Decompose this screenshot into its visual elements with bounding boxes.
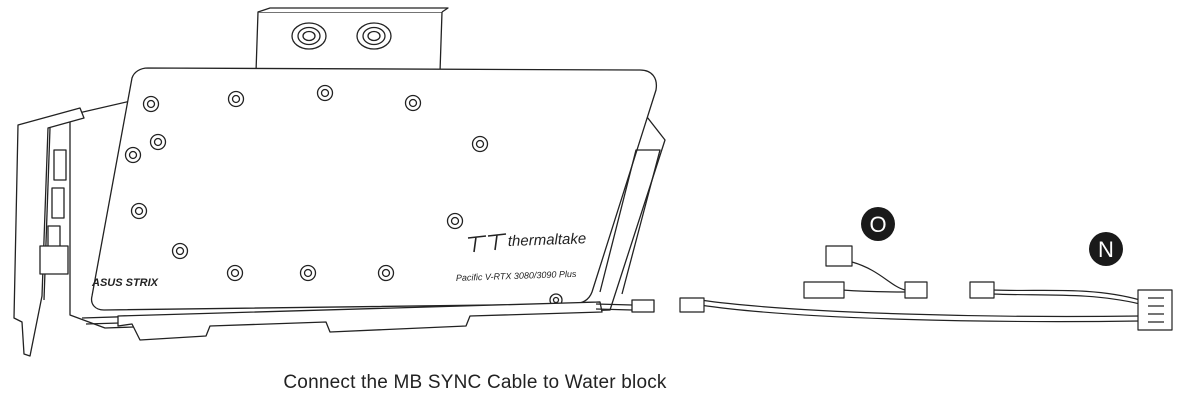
label-n-badge: N xyxy=(1089,232,1123,266)
screw-set xyxy=(124,84,563,307)
sync-cable-main xyxy=(699,299,1141,323)
screw xyxy=(149,133,167,151)
label-o-badge: O xyxy=(861,207,895,241)
thermaltake-logo-icon xyxy=(467,233,507,253)
outlet-port xyxy=(356,22,392,50)
water-block-plate-bevel xyxy=(599,149,661,295)
screw xyxy=(471,135,489,153)
screw xyxy=(226,264,244,282)
sync-cable-left-connector xyxy=(679,297,705,313)
cable-n-header-pins xyxy=(1148,297,1164,323)
display-ports xyxy=(47,149,67,257)
screw xyxy=(171,242,189,260)
block-rgb-connector xyxy=(595,299,655,313)
brand-label: thermaltake xyxy=(508,230,587,250)
mb-sync-cable xyxy=(679,245,1173,331)
screw xyxy=(404,94,422,112)
cable-o-upper-plug xyxy=(825,245,853,267)
water-block-assembly xyxy=(13,7,666,357)
screw xyxy=(130,202,148,220)
inlet-port xyxy=(291,22,327,50)
hdmi-port xyxy=(39,245,69,275)
bracket-brand-label: ASUS STRIX xyxy=(91,277,159,289)
label-n-text: N xyxy=(1098,237,1114,262)
screw xyxy=(142,95,160,113)
cable-n-header-connector xyxy=(1137,289,1173,331)
screw xyxy=(299,264,317,282)
cable-o-lower-plug xyxy=(803,281,845,299)
label-o-text: O xyxy=(869,212,886,237)
cable-n-left-connector xyxy=(969,281,995,299)
cable-o-branch-wires xyxy=(841,261,906,293)
model-label: Pacific V-RTX 3080/3090 Plus xyxy=(456,269,577,283)
diagram-caption: Connect the MB SYNC Cable to Water block xyxy=(283,372,667,393)
terminal-block xyxy=(255,11,443,73)
cable-n-branch-wires xyxy=(991,289,1141,305)
screw xyxy=(124,146,142,164)
pcie-bracket xyxy=(13,107,85,357)
screw xyxy=(227,90,245,108)
terminal-block-side xyxy=(257,7,449,13)
screw xyxy=(446,212,464,230)
screw xyxy=(316,84,334,102)
cable-o-joint-connector xyxy=(904,281,928,299)
screw xyxy=(377,264,395,282)
pcie-edge-connector xyxy=(117,301,603,341)
